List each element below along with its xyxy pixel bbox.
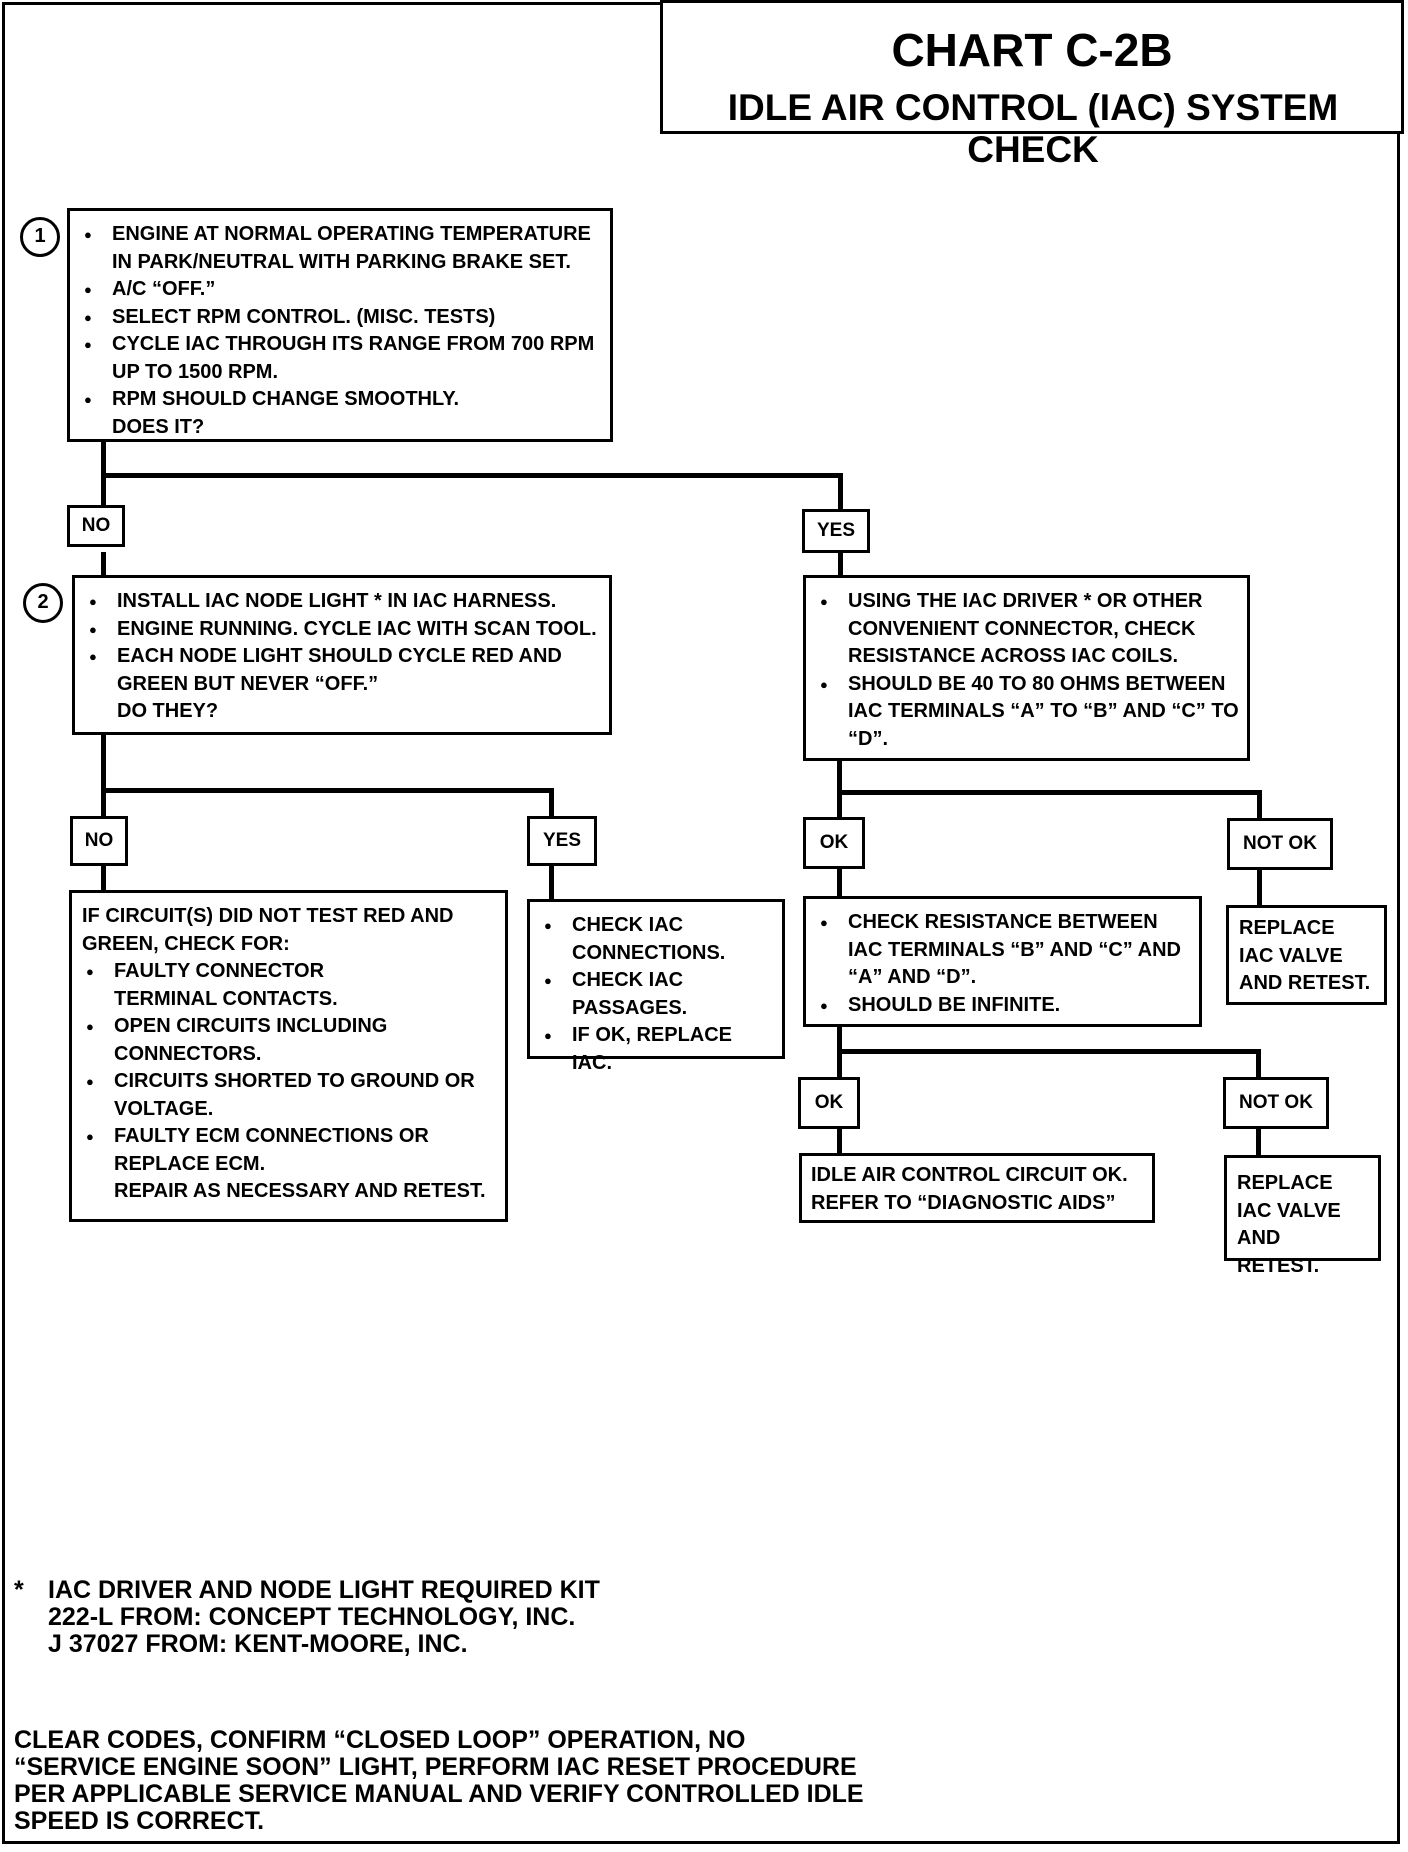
footer-line: SPEED IS CORRECT. [14, 1807, 265, 1835]
step-1-bullet: RPM SHOULD CHANGE SMOOTHLY. [80, 386, 602, 414]
iac-connections-box: CHECK IAC CONNECTIONS. CHECK IAC PASSAGE… [527, 899, 785, 1074]
circuit-ok-box: IDLE AIR CONTROL CIRCUIT OK. REFER TO “D… [799, 1153, 1155, 1223]
replace-iac-box: REPLACE IAC VALVE AND RETEST. [1226, 905, 1387, 1005]
iac-connections-bullet: CHECK IAC CONNECTIONS. [540, 912, 774, 967]
ok-label: OK [803, 817, 865, 869]
connector-line [837, 1127, 842, 1153]
diagnostic-aids-line: REFER TO “DIAGNOSTIC AIDS” [811, 1191, 1116, 1214]
connector-line [838, 473, 843, 511]
connector-line [837, 1049, 1261, 1054]
step-2-number: 2 [23, 583, 63, 623]
not-ok-label: NOT OK [1223, 1077, 1329, 1129]
step-1-bullet: SELECT RPM CONTROL. (MISC. TESTS) [80, 304, 602, 332]
footer-instructions: CLEAR CODES, CONFIRM “CLOSED LOOP” OPERA… [14, 1727, 914, 1835]
connector-line [1257, 868, 1262, 906]
connector-line [1256, 1127, 1261, 1157]
step-1-bullet: ENGINE AT NORMAL OPERATING TEMPERATURE I… [80, 221, 602, 276]
connector-line [837, 867, 842, 897]
step-2-bullet: ENGINE RUNNING. CYCLE IAC WITH SCAN TOOL… [85, 616, 601, 644]
tool-note-line: IAC DRIVER AND NODE LIGHT REQUIRED KIT [48, 1576, 600, 1604]
circuit-check-bullet: OPEN CIRCUITS INCLUDING CONNECTORS. [82, 1013, 497, 1068]
connector-line [1256, 1049, 1261, 1079]
chart-id: CHART C-2B [891, 24, 1173, 76]
step-2-question: DO THEY? [117, 700, 219, 722]
tool-note-line: J 37027 FROM: KENT-MOORE, INC. [48, 1630, 468, 1658]
yes-label: YES [527, 816, 597, 866]
step-2-bullet: INSTALL IAC NODE LIGHT * IN IAC HARNESS. [85, 588, 601, 616]
coil-resistance-bullet: USING THE IAC DRIVER * OR OTHER CONVENIE… [816, 588, 1239, 671]
footer-line: “SERVICE ENGINE SOON” LIGHT, PERFORM IAC… [14, 1753, 857, 1781]
tool-note-line: 222-L FROM: CONCEPT TECHNOLOGY, INC. [48, 1603, 576, 1631]
step-1-number: 1 [20, 217, 60, 257]
coil-resistance-box: USING THE IAC DRIVER * OR OTHER CONVENIE… [803, 575, 1250, 761]
ok-label: OK [798, 1077, 860, 1129]
tool-note: IAC DRIVER AND NODE LIGHT REQUIRED KIT 2… [48, 1577, 668, 1658]
circuit-check-intro: IF CIRCUIT(S) DID NOT TEST RED AND GREEN… [82, 905, 454, 955]
yes-label: YES [802, 509, 870, 553]
title-box: CHART C-2B IDLE AIR CONTROL (IAC) SYSTEM… [660, 0, 1404, 170]
connector-line [101, 733, 106, 818]
circuit-check-bullet: FAULTY ECM CONNECTIONS OR REPLACE ECM. [82, 1123, 497, 1178]
connector-line [837, 1025, 842, 1083]
step-2-bullet: EACH NODE LIGHT SHOULD CYCLE RED AND GRE… [85, 643, 601, 698]
chart-title: IDLE AIR CONTROL (IAC) SYSTEM CHECK [727, 87, 1339, 170]
connector-line [101, 865, 106, 891]
step-1-bullet: CYCLE IAC THROUGH ITS RANGE FROM 700 RPM… [80, 331, 602, 386]
step-1-box: ENGINE AT NORMAL OPERATING TEMPERATURE I… [67, 208, 613, 442]
not-ok-label: NOT OK [1227, 818, 1333, 870]
infinite-resistance-bullet: CHECK RESISTANCE BETWEEN IAC TERMINALS “… [816, 909, 1191, 992]
circuit-check-bullet: CIRCUITS SHORTED TO GROUND OR VOLTAGE. [82, 1068, 497, 1123]
connector-line [549, 788, 554, 818]
connector-line [101, 473, 843, 478]
connector-line [549, 865, 554, 901]
no-label: NO [70, 816, 128, 866]
footer-line: PER APPLICABLE SERVICE MANUAL AND VERIFY… [14, 1780, 864, 1808]
circuit-check-outro: REPAIR AS NECESSARY AND RETEST. [114, 1180, 486, 1202]
coil-resistance-bullet: SHOULD BE 40 TO 80 OHMS BETWEEN IAC TERM… [816, 671, 1239, 754]
infinite-resistance-box: CHECK RESISTANCE BETWEEN IAC TERMINALS “… [803, 896, 1202, 1027]
step-2-box: INSTALL IAC NODE LIGHT * IN IAC HARNESS.… [72, 575, 612, 735]
no-label: NO [67, 505, 125, 547]
circuit-check-bullet: FAULTY CONNECTOR TERMINAL CONTACTS. [82, 958, 497, 1013]
infinite-resistance-bullet: SHOULD BE INFINITE. [816, 992, 1191, 1020]
connector-line [838, 552, 843, 575]
circuit-ok-line: IDLE AIR CONTROL CIRCUIT OK. [811, 1164, 1128, 1186]
connector-line [1257, 790, 1262, 820]
connector-line [837, 759, 842, 819]
step-1-question: DOES IT? [112, 415, 205, 438]
connector-line [837, 790, 1262, 795]
circuit-check-box: IF CIRCUIT(S) DID NOT TEST RED AND GREEN… [69, 890, 508, 1222]
step-1-bullet: A/C “OFF.” [80, 276, 602, 304]
tool-note-asterisk: * [14, 1576, 24, 1604]
iac-connections-bullet: IF OK, REPLACE IAC. [540, 1022, 774, 1077]
iac-connections-bullet: CHECK IAC PASSAGES. [540, 967, 774, 1022]
replace-iac-box: REPLACE IAC VALVE AND RETEST. [1224, 1155, 1381, 1277]
footer-line: CLEAR CODES, CONFIRM “CLOSED LOOP” OPERA… [14, 1726, 746, 1754]
connector-line [101, 552, 106, 575]
connector-line [101, 788, 554, 793]
